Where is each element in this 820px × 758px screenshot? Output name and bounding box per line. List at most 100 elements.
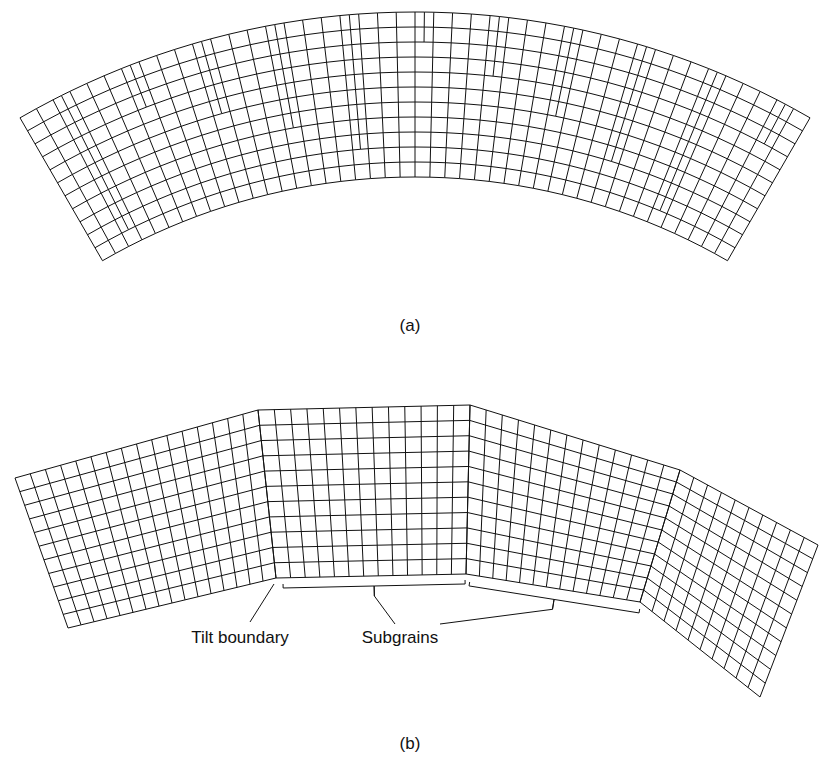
lattice-plane [405, 407, 408, 576]
lattice-plane [577, 39, 620, 198]
lattice-row [260, 420, 470, 425]
callout-label: Tilt boundary [189, 629, 291, 648]
lattice-plane [284, 23, 311, 186]
lattice-plane [445, 13, 453, 178]
lattice-plane [688, 500, 735, 640]
lattice-row [58, 87, 773, 183]
lattice-plane [627, 465, 664, 600]
lattice-plane [321, 18, 341, 182]
lattice-plane [121, 448, 159, 606]
lattice-plane [87, 83, 156, 233]
lattice-row [80, 132, 750, 222]
lattice-plane [229, 34, 268, 194]
lattice-plane [243, 414, 263, 581]
lattice-plane [323, 408, 334, 576]
lattice-plane [340, 408, 350, 576]
lattice-row [20, 12, 810, 118]
lattice-plane [560, 440, 583, 589]
lattice-plane [167, 436, 198, 597]
lattice-plane [533, 430, 551, 585]
lattice-plane [600, 455, 632, 596]
lattice-plane [533, 26, 564, 188]
subgrain-bracket [469, 582, 640, 613]
leader-line [440, 609, 552, 624]
lattice-plane [466, 405, 470, 574]
lattice-plane [372, 407, 378, 576]
lattice-plane [504, 20, 527, 183]
lattice-plane [421, 406, 422, 575]
lattice-row [95, 162, 735, 248]
lattice-row [28, 27, 803, 131]
lattice-plane [451, 405, 453, 574]
lattice-plane [489, 18, 509, 182]
lattice-plane [573, 445, 599, 591]
lattice-row [65, 102, 765, 196]
lattice-plane [258, 410, 276, 578]
lattice-plane [586, 450, 615, 593]
lattice-row [88, 147, 743, 235]
lattice-plane [340, 16, 356, 180]
lattice-plane [613, 460, 647, 598]
lattice-plane [275, 25, 294, 128]
lattice-plane [30, 474, 81, 625]
lattice-plane [359, 14, 371, 179]
lattice-plane [436, 406, 438, 575]
lattice-plane [562, 34, 601, 194]
panel-label: (b) [398, 735, 423, 754]
lattice-plane [356, 408, 364, 576]
lattice-plane [291, 409, 306, 577]
lattice-plane [415, 12, 416, 177]
lattice-plane [104, 76, 169, 228]
lattice-plane [506, 420, 518, 580]
lattice-plane [728, 118, 811, 261]
lattice-row [258, 405, 470, 410]
lattice-plane [640, 470, 680, 602]
lattice-plane [307, 409, 320, 577]
lattice-plane [760, 545, 818, 697]
lattice-plane [430, 12, 434, 177]
lattice-plane [388, 407, 392, 576]
lattice-plane [675, 83, 744, 233]
lattice-plane [619, 55, 673, 211]
lattice-row [35, 42, 795, 144]
lattice-row [263, 451, 469, 456]
lattice-plane [460, 14, 472, 179]
lattice-plane [474, 16, 490, 180]
lattice-plane [715, 109, 794, 254]
lattice-plane [493, 415, 503, 578]
lattice-plane [45, 470, 94, 622]
polygonized-lattice [15, 405, 818, 697]
lattice-plane [152, 440, 185, 600]
lattice-row [265, 466, 469, 471]
lattice-plane [748, 538, 804, 688]
lattice-plane [36, 109, 115, 254]
leader-line [374, 596, 395, 624]
lattice-plane [349, 15, 360, 150]
lattice-plane [519, 23, 546, 186]
lattice-plane [137, 444, 173, 603]
lattice-plane [130, 65, 146, 107]
lattice-plane [303, 20, 326, 183]
annotation-lines [250, 580, 640, 624]
leader-line [250, 584, 274, 622]
lattice-plane [712, 515, 763, 659]
lattice-plane [20, 118, 103, 261]
subgrain-bracket [283, 580, 465, 596]
lattice-plane [479, 410, 486, 576]
lattice-plane [520, 425, 535, 583]
lattice-plane [661, 76, 726, 228]
lattice-plane [736, 530, 790, 678]
callout-label: Subgrains [360, 629, 441, 648]
lattice-plane [212, 423, 237, 588]
lattice-row [73, 117, 758, 209]
lattice-plane [265, 26, 296, 188]
lattice-plane [652, 478, 694, 612]
lattice-plane [377, 13, 385, 178]
lattice-plane [106, 453, 146, 610]
lattice-plane [15, 478, 68, 628]
lattice-plane [466, 405, 470, 574]
lattice-plane [258, 410, 276, 578]
bent-lattice [20, 12, 810, 261]
lattice-plane [182, 431, 211, 593]
